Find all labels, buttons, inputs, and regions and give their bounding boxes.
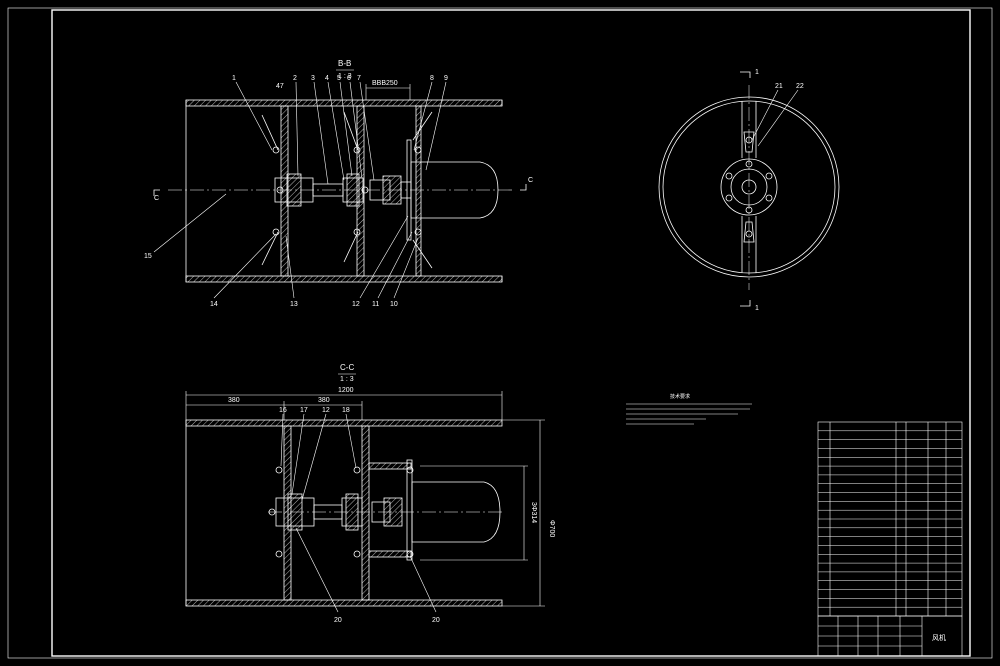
callout-5: 5 xyxy=(337,75,341,82)
cut-marker-1 xyxy=(740,71,751,307)
callout-10: 10 xyxy=(390,301,398,308)
callout-13: 13 xyxy=(290,301,298,308)
callout-11: 11 xyxy=(372,301,379,308)
callout-8: 8 xyxy=(430,75,434,82)
callout-2: 2 xyxy=(293,75,297,82)
top-dim-47: 47 xyxy=(276,83,284,90)
callout-21: 21 xyxy=(775,83,783,90)
title-drawing-name: 风机 xyxy=(932,633,946,642)
top-leaders xyxy=(153,81,447,299)
top-section-label: B-B xyxy=(338,59,351,68)
top-scale-label: 1 : 3 xyxy=(338,73,352,80)
callout-18: 18 xyxy=(342,407,350,414)
bom-rows xyxy=(818,430,962,608)
right-leaders xyxy=(751,89,799,147)
bottom-dim-mid: 380 xyxy=(318,397,330,404)
cut-label-c-right: C xyxy=(528,177,533,184)
title-block xyxy=(817,615,963,657)
bottom-dim-v2: 3Φ314 xyxy=(530,502,537,523)
cut-label-1-top: 1 xyxy=(755,69,759,76)
notes-lines xyxy=(626,403,752,425)
top-callout-labels: 1 2 3 4 5 6 7 8 9 10 11 12 13 14 15 xyxy=(144,75,448,308)
bottom-leaders xyxy=(280,413,437,613)
callout-20a: 20 xyxy=(334,617,342,624)
callout-6: 6 xyxy=(347,75,351,82)
callout-14: 14 xyxy=(210,301,218,308)
bottom-dim-v1: Φ700 xyxy=(548,520,555,537)
bottom-scale-label: 1 : 3 xyxy=(340,376,354,383)
callout-9: 9 xyxy=(444,75,448,82)
callout-12b: 12 xyxy=(322,407,330,414)
callout-7: 7 xyxy=(357,75,361,82)
bottom-section-label: C-C xyxy=(340,363,354,372)
cut-label-c-left: C xyxy=(154,195,159,202)
callout-20b: 20 xyxy=(432,617,440,624)
top-dimension xyxy=(365,84,411,100)
callout-1: 1 xyxy=(232,75,236,82)
notes-title: 技术要求 xyxy=(670,393,690,400)
callout-16: 16 xyxy=(279,407,287,414)
callout-4: 4 xyxy=(325,75,329,82)
callout-22: 22 xyxy=(796,83,804,90)
view-top-section xyxy=(185,99,503,283)
callout-15: 15 xyxy=(144,253,152,260)
callout-3: 3 xyxy=(311,75,315,82)
bottom-dim-overall: 1200 xyxy=(338,387,354,394)
cut-marker-c xyxy=(153,184,527,196)
top-dim-label: BBB250 xyxy=(372,80,398,87)
sheet-frame xyxy=(7,7,993,659)
bottom-callout-labels: 16 17 12 18 20 20 xyxy=(279,407,440,624)
cut-label-1-bottom: 1 xyxy=(755,305,759,312)
callout-17: 17 xyxy=(300,407,308,414)
bottom-dim-left: 380 xyxy=(228,397,240,404)
bottom-dimensions xyxy=(185,391,545,607)
callout-12: 12 xyxy=(352,301,360,308)
